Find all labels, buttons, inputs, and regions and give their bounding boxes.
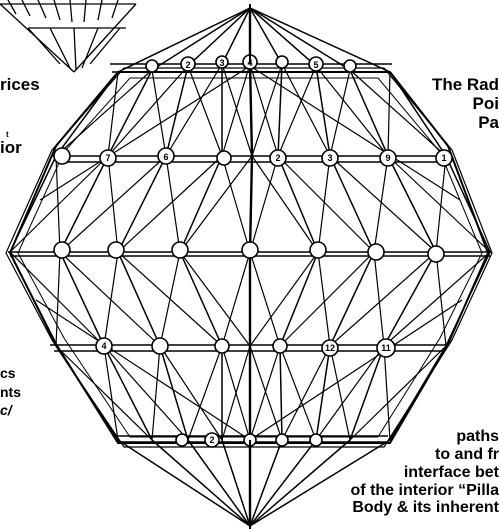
caption-text: interface bet	[404, 465, 499, 481]
node-label: 9	[385, 153, 390, 163]
left-margin-text: nts	[0, 385, 21, 399]
right-header-text: Pa	[478, 114, 499, 131]
node-label: 2	[275, 153, 280, 163]
node-label: 5	[313, 60, 318, 70]
node-label: 7	[105, 153, 110, 163]
node-label: 2	[209, 435, 214, 445]
node-label: 11	[381, 343, 391, 353]
node-label: 12	[325, 343, 335, 353]
left-margin-text: ior	[0, 139, 22, 156]
caption-text: of the interior “Pilla	[351, 483, 499, 499]
left-margin-text: rices	[0, 76, 40, 93]
left-margin-text: cs	[0, 366, 16, 380]
node-label: 1	[441, 153, 446, 163]
caption-text: paths	[456, 429, 499, 445]
corner-fragment-drawing	[0, 0, 136, 72]
node-label: 3	[327, 153, 332, 163]
node-label: 3	[219, 58, 224, 68]
caption-text: Body & its inherent	[352, 500, 499, 516]
vertex-circles	[54, 55, 452, 447]
node-label: 6	[163, 152, 168, 162]
caption-text: to and fr	[435, 447, 499, 463]
node-label: 2	[185, 60, 190, 70]
node-label: 4	[101, 341, 106, 351]
right-header-text: The Rad	[432, 76, 499, 93]
left-margin-text: c/	[0, 403, 12, 417]
right-header-text: Poi	[473, 95, 499, 112]
